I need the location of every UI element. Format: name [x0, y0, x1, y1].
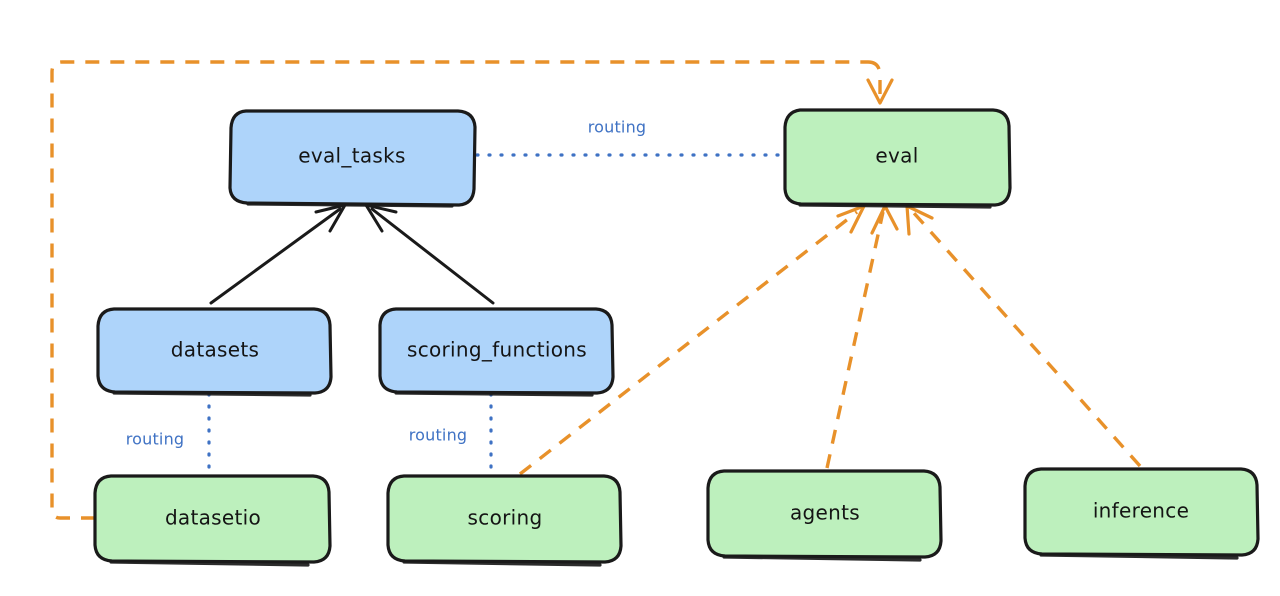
node-label-scoring-functions: scoring_functions	[407, 338, 587, 362]
edge-datasetio-to-eval	[50, 60, 894, 520]
edge-label-routing-scoring: routing	[409, 426, 468, 445]
node-datasets[interactable]: datasets	[96, 307, 333, 397]
node-eval[interactable]: eval	[783, 108, 1012, 209]
node-label-inference: inference	[1093, 499, 1189, 523]
edge-agents-to-eval	[825, 204, 899, 469]
node-label-datasets: datasets	[171, 338, 259, 362]
edge-label-routing-eval: routing	[588, 118, 647, 137]
node-label-eval-tasks: eval_tasks	[298, 144, 405, 168]
node-label-datasetio: datasetio	[165, 506, 261, 530]
node-scoring-functions[interactable]: scoring_functions	[378, 307, 615, 397]
edge-label-routing-datasetio: routing	[126, 430, 185, 449]
node-eval-tasks[interactable]: eval_tasks	[228, 109, 477, 208]
node-label-eval: eval	[875, 144, 918, 168]
node-layer: eval_tasks eval datasets scoring_functio…	[93, 108, 1260, 567]
edge-inference-to-eval	[905, 204, 1142, 468]
edge-scoring-functions-to-eval-tasks	[364, 203, 495, 305]
edge-datasets-to-eval-tasks	[209, 203, 347, 305]
node-scoring[interactable]: scoring	[386, 474, 623, 567]
node-datasetio[interactable]: datasetio	[93, 474, 332, 567]
edge-label-layer: routing routing routing	[126, 118, 647, 449]
node-label-scoring: scoring	[468, 506, 543, 530]
node-label-agents: agents	[790, 501, 860, 525]
node-inference[interactable]: inference	[1023, 467, 1260, 560]
node-agents[interactable]: agents	[706, 469, 943, 562]
edge-layer	[50, 60, 1142, 520]
